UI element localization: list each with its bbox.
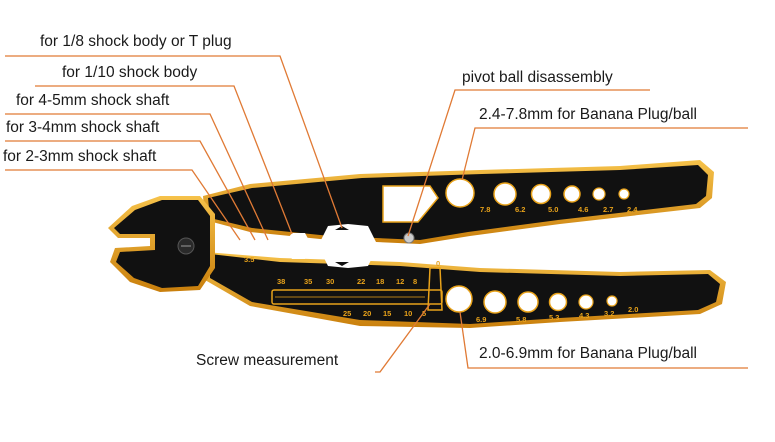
ruler-bottom-label: 5 [422,309,426,318]
callout-shock-body: for 1/10 shock body [62,64,198,81]
pivot-window [382,185,439,244]
leader-shaft-45 [5,113,269,241]
lower-hole-label: 3.2 [604,309,614,318]
upper-hole-label: 7.8 [480,205,490,214]
ruler-top-label: 18 [376,277,384,286]
pliers-jaw [108,196,215,292]
upper-hole-label: 5.0 [548,205,558,214]
tool-engravings: 7.8 6.2 5.0 4.6 2.7 2.4 6.9 5.8 5.3 4.3 … [244,205,638,324]
upper-banana-holes [445,178,630,208]
callout-screw-measurement: Screw measurement [196,352,339,369]
callout-shaft-23: for 2-3mm shock shaft [3,148,157,165]
callout-shaft-45: for 4-5mm shock shaft [16,92,170,109]
lower-hole-label: 5.3 [549,313,559,322]
screw-ruler [271,267,443,311]
callout-t-plug: for 1/8 shock body or T plug [40,33,232,50]
upper-hole-label: 2.4 [627,205,638,214]
leader-pivot [407,89,650,237]
ruler-top-label: 30 [326,277,334,286]
leader-shaft-34 [5,140,256,241]
lower-banana-holes [445,285,618,314]
ruler-bottom-label: 20 [363,309,371,318]
leader-shock-body [35,85,293,235]
lower-hole-label: 2.0 [628,305,638,314]
callout-shaft-34: for 3-4mm shock shaft [6,119,160,136]
ruler-top-label: 8 [413,277,417,286]
shaft-cutouts [232,224,378,268]
shaft-size-label: 3.5 [244,255,254,264]
ruler-bottom-label: 25 [343,309,351,318]
lower-hole-label: 6.9 [476,315,486,324]
leader-shaft-23 [5,169,241,241]
upper-hole-label: 2.7 [603,205,613,214]
upper-hole-label: 6.2 [515,205,525,214]
callout-banana-upper: 2.4-7.8mm for Banana Plug/ball [479,106,697,123]
ruler-top-label: 38 [277,277,285,286]
ruler-zero-label: 0 [436,259,440,268]
lower-hole-label: 5.8 [516,315,526,324]
leader-banana-lower [459,311,748,369]
lower-hole-label: 4.3 [579,311,589,320]
ruler-bottom-label: 10 [404,309,412,318]
callout-pivot-ball: pivot ball disassembly [462,69,613,86]
upper-hole-label: 4.6 [578,205,588,214]
callout-banana-lower: 2.0-6.9mm for Banana Plug/ball [479,345,697,362]
leader-t-plug [5,55,343,229]
ruler-top-label: 22 [357,277,365,286]
ruler-top-label: 35 [304,277,312,286]
ruler-bottom-label: 15 [383,309,391,318]
ruler-top-label: 12 [396,277,404,286]
leader-banana-upper [461,127,748,181]
callout-leaders [5,55,748,373]
leader-screw [375,303,431,373]
